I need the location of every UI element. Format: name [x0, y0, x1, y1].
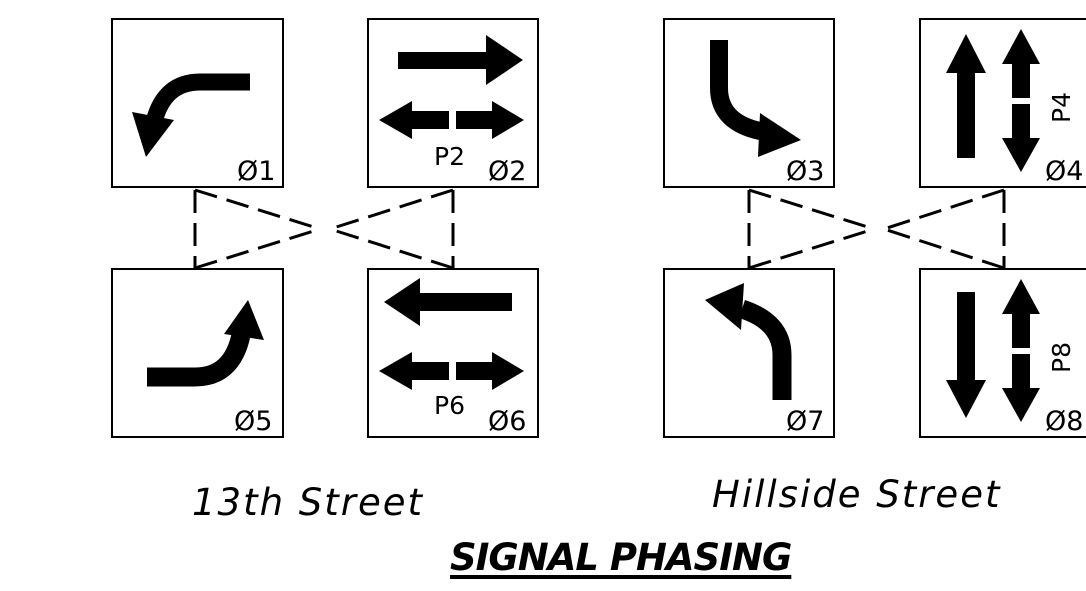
- through-arrow-icon: [384, 278, 512, 326]
- phase-label: Ø3: [786, 156, 824, 187]
- phase-box-4: P4 Ø4: [919, 18, 1086, 188]
- phase-box-7: Ø7: [663, 268, 835, 438]
- ped-phase-label: P8: [1047, 342, 1076, 373]
- phase-box-8: P8 Ø8: [919, 268, 1086, 438]
- left-turn-arrow-icon: [710, 40, 801, 157]
- phase-label: Ø1: [237, 156, 275, 187]
- diagram-title: SIGNAL PHASING: [450, 536, 792, 579]
- ped-phase-label: P6: [434, 391, 465, 420]
- ring-barrier-dashed-connector-icon: [747, 188, 1006, 270]
- phase-box-6: P6 Ø6: [367, 268, 539, 438]
- ped-phase-label: P2: [434, 142, 465, 171]
- phase-label: Ø8: [1045, 406, 1083, 437]
- through-arrow-icon: [398, 35, 523, 85]
- pedestrian-double-arrow-icon: [1002, 29, 1040, 172]
- phase-label: Ø7: [786, 406, 824, 437]
- phase-label: Ø2: [488, 156, 526, 187]
- phase-box-3: Ø3: [663, 18, 835, 188]
- left-turn-arrow-icon: [132, 73, 250, 157]
- phase-label: Ø6: [488, 406, 526, 437]
- street-label-13th: 13th Street: [192, 481, 425, 524]
- phase-label: Ø5: [234, 406, 272, 437]
- pedestrian-double-arrow-icon: [379, 352, 524, 390]
- pedestrian-double-arrow-icon: [379, 101, 524, 139]
- ped-phase-label: P4: [1047, 92, 1076, 123]
- left-turn-arrow-icon: [147, 300, 264, 387]
- pedestrian-double-arrow-icon: [1002, 279, 1040, 422]
- left-turn-arrow-icon: [705, 283, 792, 400]
- phase-box-2: P2 Ø2: [367, 18, 539, 188]
- through-arrow-icon: [946, 34, 986, 158]
- street-label-hillside: Hillside Street: [712, 473, 1002, 516]
- phase-label: Ø4: [1045, 156, 1083, 187]
- ring-barrier-dashed-connector-icon: [193, 188, 455, 270]
- phase-box-5: Ø5: [111, 268, 284, 438]
- through-arrow-icon: [946, 292, 986, 418]
- phase-box-1: Ø1: [111, 18, 284, 188]
